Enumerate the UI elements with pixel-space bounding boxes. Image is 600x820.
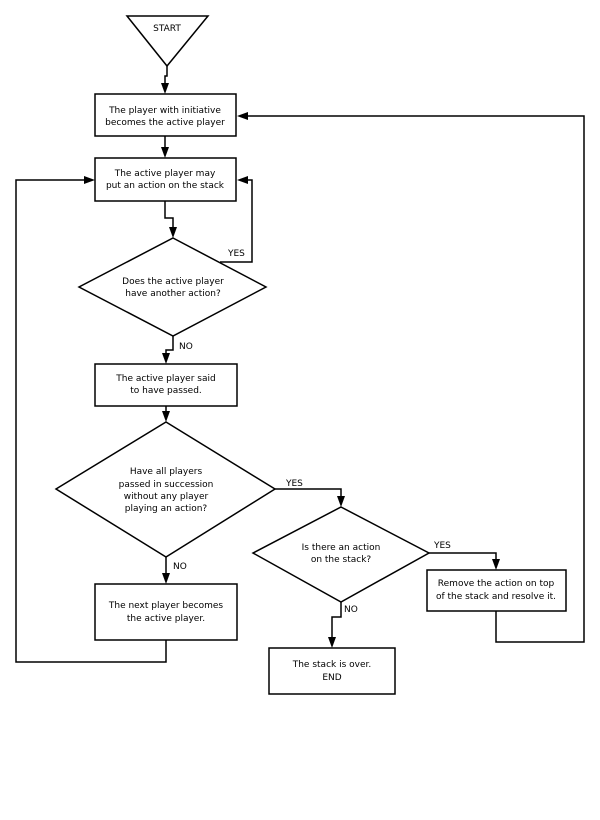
initiative-box (94, 93, 237, 137)
connector-resolve-loop (245, 115, 585, 643)
edge-label-isaction-yes: YES (433, 541, 451, 551)
connector-mayput-another (164, 201, 174, 230)
arrowhead (337, 496, 345, 507)
another-action-decision: Does the active player have another acti… (77, 237, 268, 337)
next-player-box (94, 583, 238, 641)
arrowhead (162, 411, 170, 422)
resolve-node: Remove the action on top of the stack an… (426, 569, 567, 612)
connector-another-yes-loop (220, 179, 253, 263)
connectors (15, 66, 585, 663)
resolve-box (426, 569, 567, 612)
edge-label-another-no: NO (179, 342, 193, 352)
is-action-diamond (251, 506, 431, 603)
edge-label-another-yes: YES (227, 249, 245, 259)
edge-label-allpassed-no: NO (173, 562, 187, 572)
may-put-node: The active player may put an action on t… (94, 157, 237, 202)
start-triangle (125, 15, 210, 68)
initiative-node: The player with initiative becomes the a… (94, 93, 237, 137)
another-action-label-line1: Does the active player (122, 277, 224, 287)
arrowhead (328, 637, 336, 648)
connector-start-initiative (164, 66, 168, 86)
all-passed-label-line2: passed in succession (119, 480, 214, 490)
end-box (268, 647, 396, 695)
all-passed-label-line1: Have all players (130, 467, 203, 477)
arrowhead (169, 227, 177, 238)
all-passed-decision: Have all players passed in succession wi… (54, 421, 277, 558)
edge-labels: YES NO YES NO YES NO (173, 249, 451, 615)
edge-label-isaction-no: NO (344, 605, 358, 615)
connector-allpassed-yes (275, 488, 342, 499)
passed-label-line1: The active player said (115, 374, 215, 384)
initiative-label-line1: The player with initiative (108, 106, 221, 116)
another-action-diamond (77, 237, 268, 337)
may-put-label-line2: put an action on the stack (106, 181, 225, 191)
arrowhead (161, 147, 169, 158)
may-put-box (94, 157, 237, 202)
resolve-label-line1: Remove the action on top (438, 579, 555, 589)
start-node: START (125, 15, 210, 68)
all-passed-label-line3: without any player (124, 492, 209, 502)
may-put-label-line1: The active player may (114, 169, 216, 179)
end-node: The stack is over. END (268, 647, 396, 695)
connector-isaction-yes (429, 552, 497, 562)
arrowhead (237, 176, 248, 184)
connector-nextplayer-loop (15, 179, 167, 663)
arrowhead (162, 573, 170, 584)
passed-label-line2: to have passed. (130, 386, 202, 396)
arrowhead (162, 353, 170, 364)
all-passed-diamond (54, 421, 277, 558)
initiative-label-line2: becomes the active player (105, 118, 225, 128)
end-label-line1: The stack is over. (292, 660, 372, 670)
arrowhead (237, 112, 248, 120)
arrowhead (492, 559, 500, 570)
all-passed-label-line4: playing an action? (125, 504, 208, 514)
passed-box (94, 363, 238, 407)
passed-node: The active player said to have passed. (94, 363, 238, 407)
next-player-node: The next player becomes the active playe… (94, 583, 238, 641)
next-player-label-line1: The next player becomes (108, 601, 224, 611)
edge-label-allpassed-yes: YES (285, 479, 303, 489)
arrowhead (84, 176, 95, 184)
is-action-decision: Is there an action on the stack? (251, 506, 431, 603)
arrowhead (161, 83, 169, 94)
is-action-label-line1: Is there an action (302, 543, 381, 553)
next-player-label-line2: the active player. (127, 614, 205, 624)
resolve-label-line2: of the stack and resolve it. (436, 592, 556, 602)
start-label: START (153, 24, 181, 34)
end-label-line2: END (322, 673, 341, 683)
is-action-label-line2: on the stack? (311, 555, 372, 565)
connector-isaction-no (331, 602, 342, 640)
another-action-label-line2: have another action? (125, 289, 221, 299)
